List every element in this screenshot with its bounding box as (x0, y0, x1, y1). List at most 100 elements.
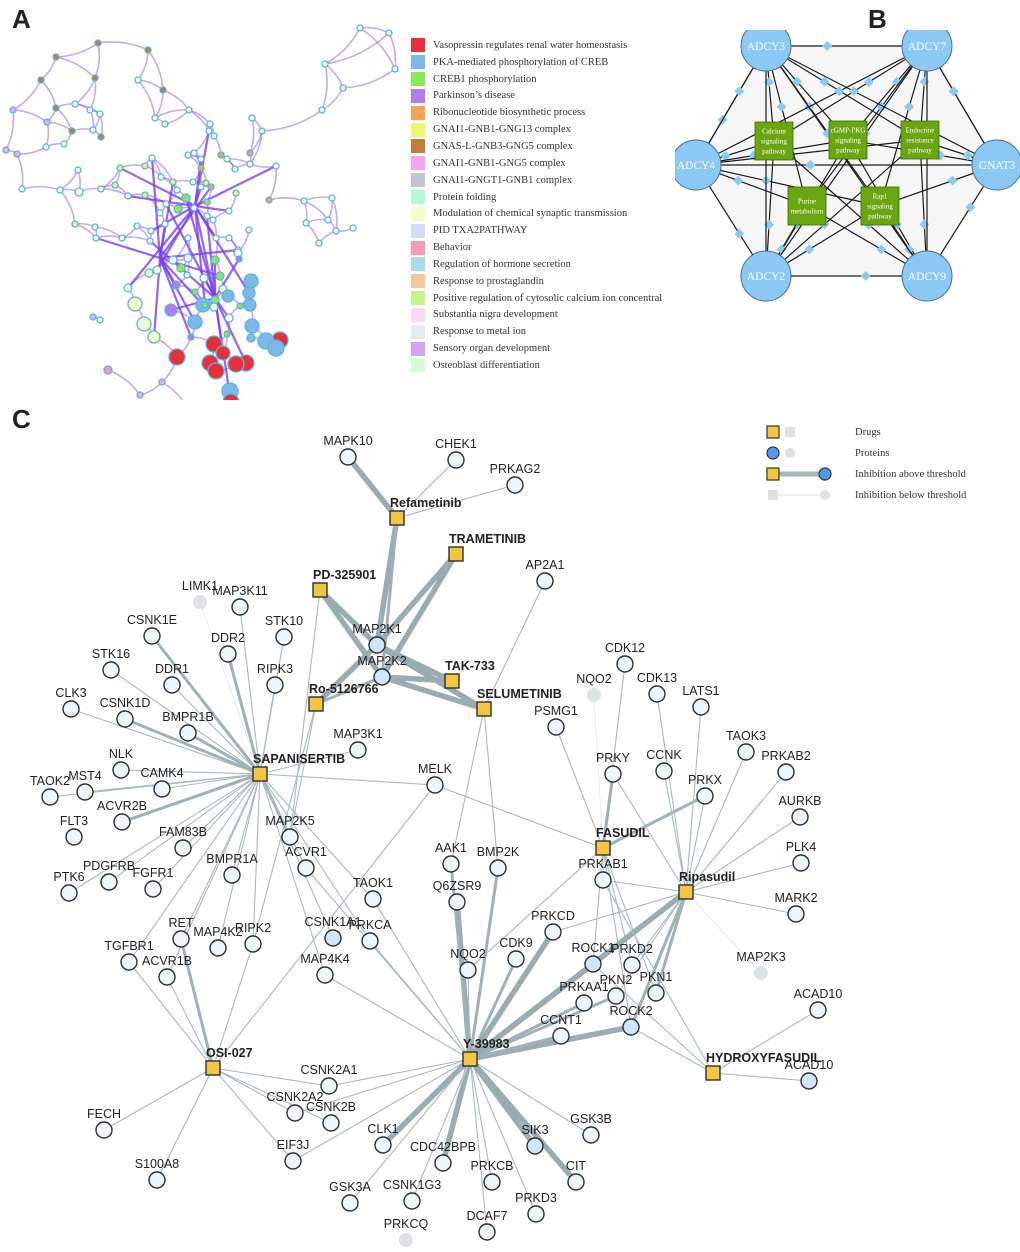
protein-node[interactable]: CSNK1D (100, 696, 151, 728)
protein-node[interactable]: RIPK2 (235, 921, 271, 953)
protein-node[interactable]: FAM83B (159, 825, 207, 857)
protein-node[interactable]: ACAD10 (794, 987, 843, 1019)
protein-node[interactable]: FECH (87, 1107, 121, 1139)
protein-node[interactable]: PRKAB2 (761, 749, 811, 781)
protein-node[interactable]: Q6ZSR9 (433, 879, 482, 911)
protein-node[interactable]: PSMG1 (534, 704, 578, 736)
protein-node[interactable]: BMP2K (477, 845, 520, 877)
protein-node[interactable]: AURKB (778, 794, 822, 826)
protein-node[interactable]: MAPK10 (323, 434, 373, 466)
protein-node[interactable]: MAP2K5 (265, 814, 315, 846)
protein-node[interactable]: CSNK2A1 (301, 1063, 358, 1095)
protein-node[interactable]: DDR2 (211, 631, 245, 663)
protein-node[interactable]: CSNK2B (306, 1100, 356, 1132)
protein-node[interactable]: MST4 (68, 769, 102, 801)
protein-node[interactable]: DDR1 (155, 662, 189, 694)
protein-node[interactable]: MAP4K2 (193, 925, 243, 957)
protein-node[interactable]: S100A8 (135, 1157, 180, 1189)
drug-node-tak733[interactable]: TAK-733 (444, 659, 495, 689)
protein-node[interactable]: PRKCD (531, 909, 575, 941)
protein-node[interactable]: NLK (109, 747, 134, 779)
protein-node[interactable]: CDC42BPB (410, 1140, 476, 1172)
protein-node[interactable]: CCNT1 (540, 1013, 582, 1045)
protein-node[interactable]: PRKD3 (515, 1191, 557, 1223)
protein-node[interactable]: CLK1 (367, 1122, 399, 1154)
protein-node[interactable]: ROCK2 (609, 1004, 653, 1036)
protein-node[interactable]: PKN2 (600, 973, 633, 1005)
protein-node[interactable]: PRKCB (470, 1159, 514, 1191)
drug-node-sapanisertib[interactable]: SAPANISERTIB (252, 752, 345, 782)
protein-node[interactable]: PRKAB1 (578, 857, 628, 889)
protein-node[interactable]: LIMK1 (182, 579, 218, 609)
protein-node[interactable]: LATS1 (682, 684, 720, 716)
protein-node[interactable]: TGFBR1 (104, 939, 154, 971)
drug-node-y39983[interactable]: Y-39983 (462, 1037, 510, 1067)
drug-node-hydroxyfasudil[interactable]: HYDROXYFASUDIL (705, 1051, 822, 1081)
protein-node[interactable]: TAOK2 (30, 774, 70, 806)
drug-node-osi027[interactable]: OSI-027 (205, 1046, 253, 1076)
protein-node[interactable]: CHEK1 (435, 437, 477, 469)
protein-node[interactable]: PKN1 (640, 970, 673, 1002)
protein-node[interactable]: MAP3K11 (212, 584, 268, 616)
protein-node[interactable]: CAMK4 (140, 766, 184, 798)
protein-node[interactable]: CSNK2A2 (267, 1090, 324, 1122)
protein-node[interactable]: PRKAG2 (490, 462, 541, 494)
protein-node[interactable]: PRKAA1 (559, 980, 609, 1012)
protein-node[interactable]: MAP2K3 (736, 950, 786, 980)
protein-node[interactable]: SIK3 (521, 1123, 549, 1155)
drug-node-trametinib[interactable]: TRAMETINIB (448, 532, 526, 562)
protein-node[interactable]: STK10 (265, 614, 303, 646)
protein-node[interactable]: FGFR1 (133, 866, 174, 898)
protein-node[interactable]: ROCK1 (571, 941, 615, 973)
protein-node[interactable]: BMPR1B (162, 710, 214, 742)
drug-node-ripasudil[interactable]: Ripasudil (678, 870, 735, 900)
protein-node[interactable]: STK16 (92, 647, 130, 679)
protein-node[interactable]: TAOK1 (353, 876, 393, 908)
protein-node[interactable]: MAP2K1 (352, 622, 402, 654)
protein-node[interactable]: CSNK1G3 (383, 1178, 441, 1210)
protein-node[interactable]: MELK (418, 762, 453, 794)
protein-node[interactable]: BMPR1A (206, 852, 258, 884)
protein-node[interactable]: PLK4 (786, 840, 817, 872)
protein-node[interactable]: PTK6 (53, 870, 85, 902)
drug-node-ro5126766[interactable]: Ro-5126766 (308, 682, 379, 712)
protein-node[interactable]: CDK13 (637, 671, 677, 703)
protein-node[interactable]: PRKY (596, 751, 631, 783)
protein-node[interactable]: PDGFRB (83, 859, 135, 891)
protein-node[interactable]: AAK1 (435, 841, 467, 873)
protein-node[interactable]: DCAF7 (467, 1209, 508, 1241)
protein-node[interactable]: ACVR2B (97, 799, 147, 831)
protein-node[interactable]: PRKCA (348, 918, 392, 950)
protein-node[interactable]: RIPK3 (257, 662, 293, 694)
protein-node[interactable]: CSNK1A1 (305, 915, 362, 947)
protein-node[interactable]: CDK12 (605, 641, 645, 673)
protein-node[interactable]: ACVR1B (142, 954, 192, 986)
protein-node[interactable]: TAOK3 (726, 729, 766, 761)
protein-node[interactable]: ACVR1 (285, 845, 327, 877)
protein-node[interactable]: MARK2 (774, 891, 818, 923)
protein-node[interactable]: EIF3J (277, 1138, 310, 1170)
protein-node[interactable]: CIT (566, 1159, 587, 1191)
protein-node[interactable]: GSK3A (329, 1180, 372, 1212)
drug-node-pd325901[interactable]: PD-325901 (312, 568, 376, 598)
protein-node[interactable]: CLK3 (55, 686, 87, 718)
protein-node[interactable]: AP2A1 (526, 558, 565, 590)
protein-node[interactable]: NQO2 (450, 947, 486, 979)
protein-node[interactable]: GSK3B (570, 1112, 612, 1144)
protein-node[interactable]: CCNK (646, 748, 682, 780)
protein-node[interactable]: ACAD10 (785, 1058, 834, 1090)
drug-node-selumetinib[interactable]: SELUMETINIB (476, 687, 562, 717)
protein-node[interactable]: FLT3 (60, 814, 88, 846)
drug-node-refametinib[interactable]: Refametinib (389, 496, 462, 526)
protein-node[interactable]: MAP4K4 (300, 952, 350, 984)
protein-node[interactable]: CDK9 (499, 936, 533, 968)
protein-node[interactable]: CSNK1E (127, 613, 177, 645)
drug-node-fasudil[interactable]: FASUDIL (595, 826, 650, 856)
protein-node[interactable]: MAP2K2 (357, 654, 407, 686)
protein-node[interactable]: PRKCQ (384, 1217, 429, 1247)
protein-node[interactable]: NQO2 (576, 672, 612, 702)
protein-node[interactable]: MAP3K1 (333, 727, 383, 759)
protein-node[interactable]: RET (169, 916, 194, 948)
protein-node[interactable]: PRKX (688, 773, 723, 805)
protein-node[interactable]: PRKD2 (611, 942, 653, 974)
